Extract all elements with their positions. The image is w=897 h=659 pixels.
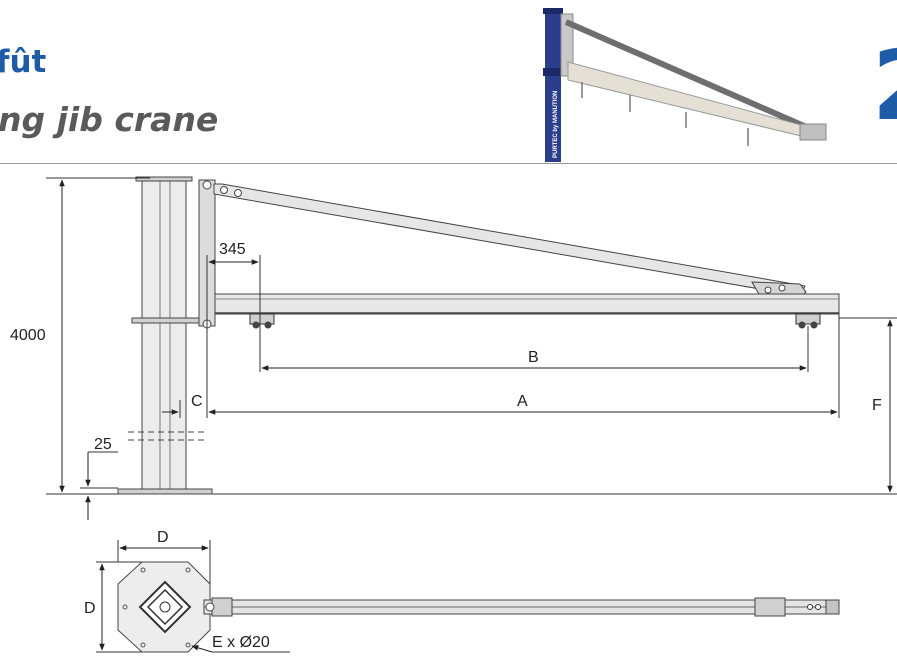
page-title: fût	[0, 44, 47, 80]
base-25-dimension: 25	[94, 436, 112, 453]
product-photo: PURTEC by MANUTION	[543, 8, 827, 162]
tie-rod	[213, 183, 806, 297]
height-dimension: 4000	[10, 327, 46, 344]
photo-tie-rod	[564, 19, 822, 136]
photo-brand-text: PURTEC by MANUTION	[553, 91, 559, 158]
plate-d-height-label: D	[84, 600, 96, 617]
photo-jib-arm	[567, 61, 819, 141]
header-divider	[0, 163, 897, 164]
trolley-left	[249, 313, 275, 329]
page-number: 2	[872, 38, 897, 134]
jib-arm	[214, 293, 840, 315]
span-b-label: B	[528, 349, 539, 366]
crane-column	[141, 177, 187, 495]
span-a-label: A	[517, 393, 528, 410]
photo-column	[545, 8, 561, 162]
page-subtitle: ng jib crane	[0, 100, 219, 139]
height-f-label: F	[872, 397, 882, 414]
offset-345-dimension: 345	[219, 241, 246, 258]
trolley-right	[795, 313, 821, 329]
base-plate	[117, 488, 213, 495]
bolt-spec-label: E x Ø20	[212, 634, 270, 651]
side-view: 4000 345 B A C 25 F	[10, 176, 897, 520]
plate-d-width-label: D	[157, 529, 169, 546]
top-view: D D E x Ø20	[84, 529, 840, 653]
offset-c-label: C	[191, 393, 203, 410]
